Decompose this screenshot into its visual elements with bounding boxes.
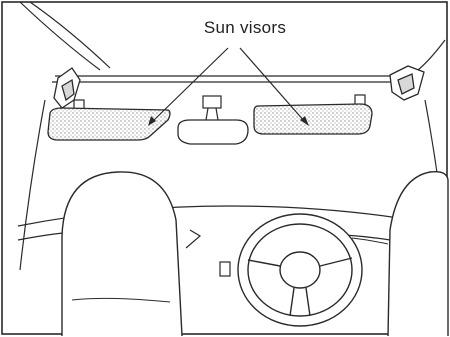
right-seat [388, 172, 448, 336]
mirror-mount [203, 96, 221, 108]
left-seat [62, 172, 182, 336]
right-sun-visor [254, 104, 372, 134]
steering-wheel [238, 214, 362, 326]
rear-view-mirror [178, 120, 248, 144]
callout-label: Sun visors [175, 18, 315, 38]
left-sun-visor [48, 108, 170, 140]
